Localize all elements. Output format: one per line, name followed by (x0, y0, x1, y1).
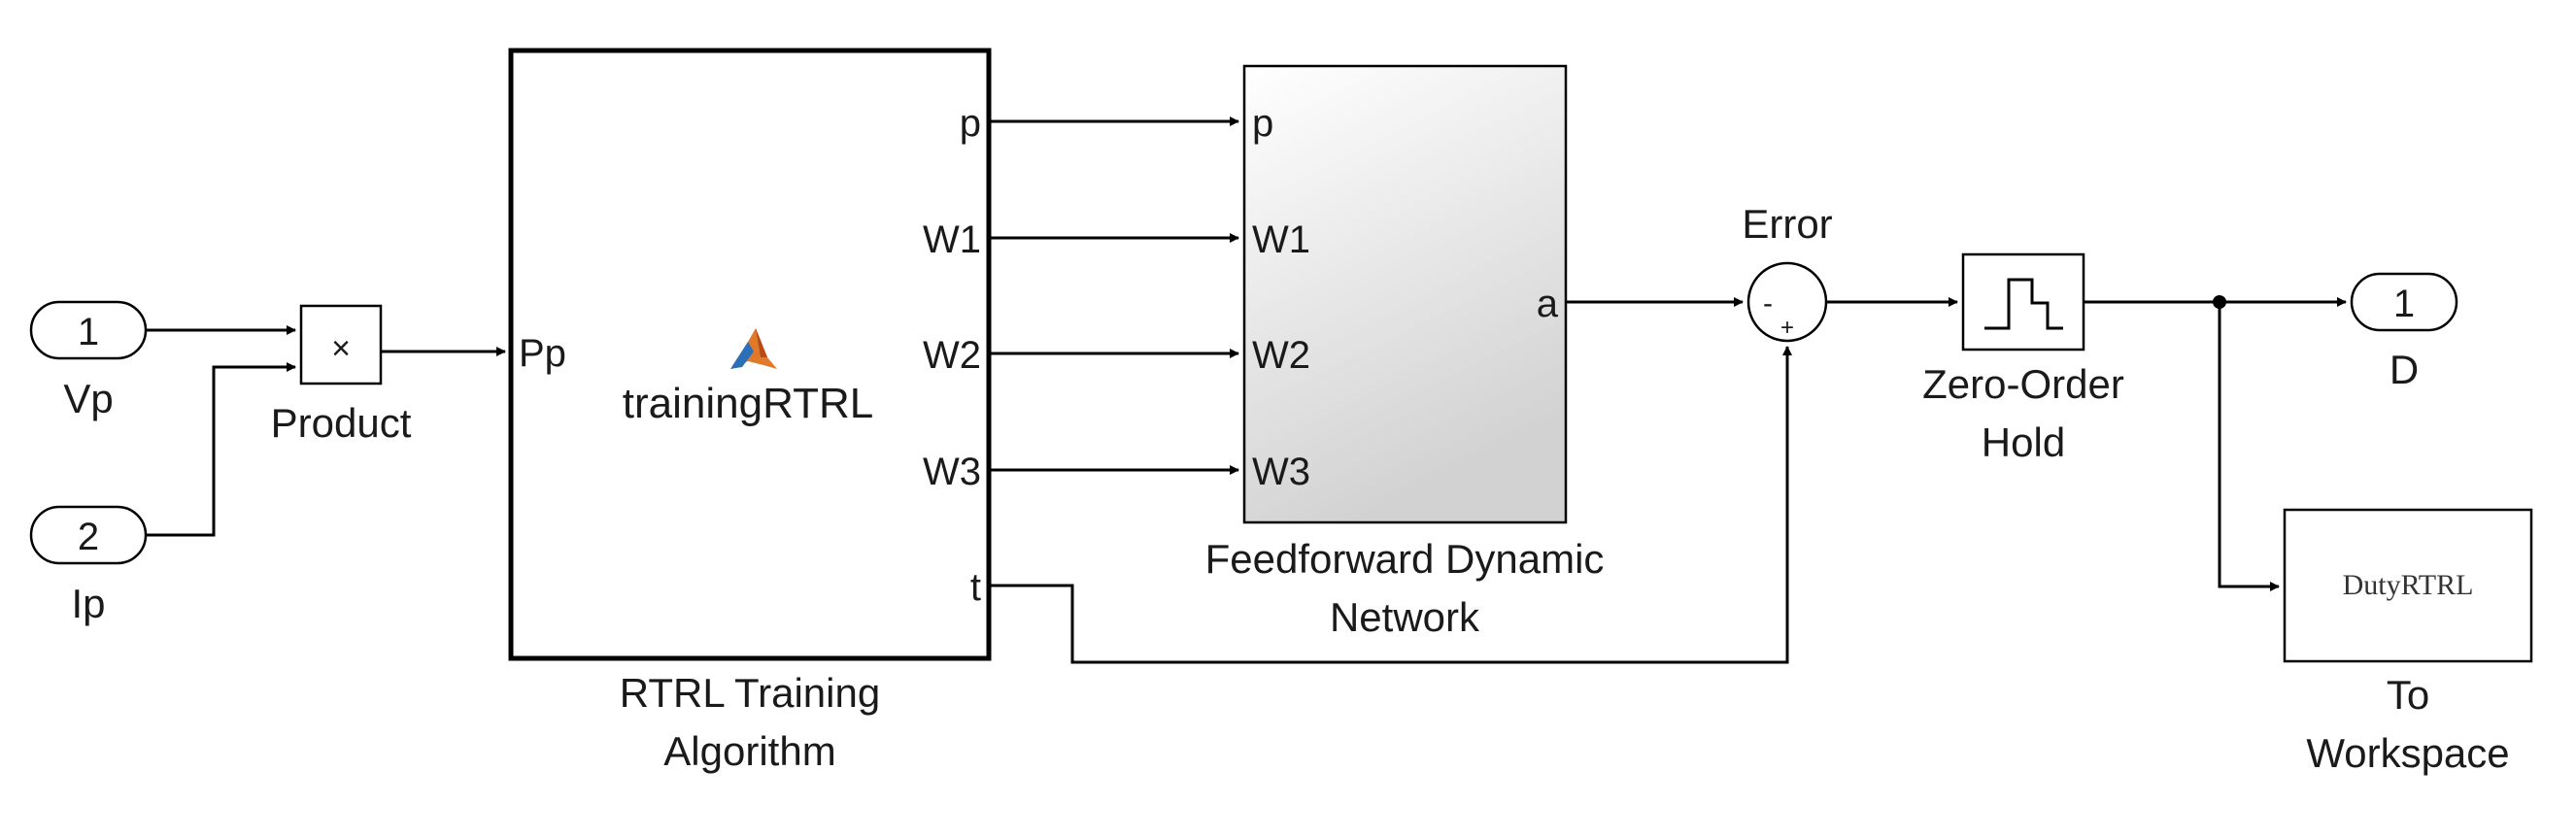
workspace-variable-name: DutyRTRL (2343, 569, 2474, 601)
rtrl-function-name: trainingRTRL (623, 380, 873, 427)
outport-d-label: D (2390, 347, 2419, 392)
rtrl-port-pp: Pp (519, 332, 566, 375)
workspace-label-line1: To (2387, 672, 2429, 718)
ffdn-port-w2: W2 (1252, 334, 1310, 377)
product-label: Product (271, 400, 412, 446)
workspace-label-line2: Workspace (2306, 730, 2509, 776)
outport-d-number: 1 (2393, 283, 2415, 325)
rtrl-label-line2: Algorithm (663, 728, 835, 774)
error-sum-block[interactable]: - + Error (1742, 201, 1833, 343)
feedforward-network-block[interactable]: p W1 W2 W3 a Feedforward Dynamic Network (1205, 64, 1605, 640)
rtrl-port-w2: W2 (923, 334, 981, 377)
product-block[interactable]: × Product (271, 304, 412, 446)
wire-branch-to-workspace[interactable] (2218, 302, 2280, 591)
product-symbol: × (331, 330, 351, 367)
wire-ip-to-product[interactable] (146, 362, 296, 537)
rtrl-training-block[interactable]: Pp p W1 W2 W3 t trainingRTRL RTRL Traini… (508, 48, 992, 774)
to-workspace-block[interactable]: DutyRTRL To Workspace (2283, 508, 2533, 776)
ffdn-port-w1: W1 (1252, 218, 1310, 261)
ffdn-port-w3: W3 (1252, 451, 1310, 493)
signal-lines (146, 117, 2347, 664)
zero-order-hold-block[interactable]: Zero-Order Hold (1922, 252, 2124, 465)
staircase-icon (1984, 278, 2063, 330)
matlab-logo-icon (730, 328, 777, 369)
error-label: Error (1742, 201, 1832, 247)
ffdn-label-line1: Feedforward Dynamic (1205, 536, 1605, 582)
inport-ip-number: 2 (78, 516, 99, 558)
rtrl-port-t: t (970, 566, 981, 609)
zoh-label-line1: Zero-Order (1922, 361, 2124, 407)
inport-vp-label: Vp (63, 376, 113, 421)
sum-minus-sign: - (1763, 287, 1773, 319)
wire-t-to-error[interactable] (989, 346, 1792, 664)
rtrl-port-w1: W1 (923, 218, 981, 261)
inport-ip[interactable]: 2 Ip (29, 505, 148, 626)
outport-d[interactable]: 1 D (2350, 272, 2458, 392)
ffdn-label-line2: Network (1330, 594, 1480, 640)
branch-point (2213, 295, 2226, 309)
zoh-label-line2: Hold (1982, 419, 2065, 465)
rtrl-port-p: p (960, 102, 981, 145)
rtrl-label-line1: RTRL Training (620, 670, 880, 716)
ffdn-port-a: a (1537, 283, 1559, 325)
inport-ip-label: Ip (71, 581, 105, 626)
rtrl-port-w3: W3 (923, 451, 981, 493)
inport-vp[interactable]: 1 Vp (29, 300, 148, 421)
inport-vp-number: 1 (78, 311, 99, 353)
ffdn-port-p: p (1252, 102, 1273, 145)
sum-plus-sign: + (1780, 315, 1794, 341)
